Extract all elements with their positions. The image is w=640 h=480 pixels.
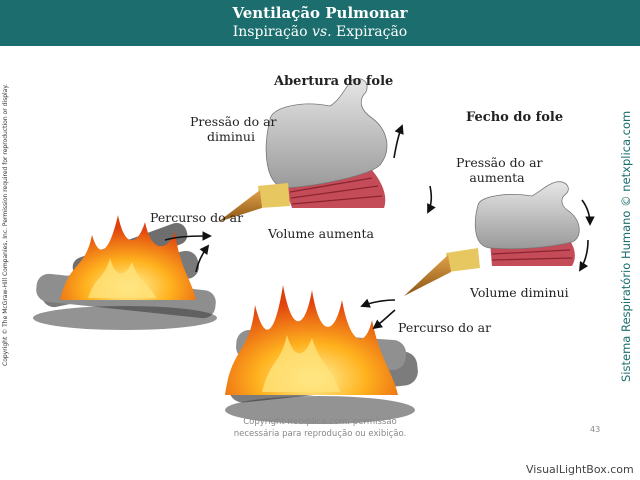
watermark: VisualLightBox.com bbox=[526, 463, 634, 476]
brand-vertical: Sistema Respiratório Humano © netxplica.… bbox=[619, 110, 633, 382]
page-number: 43 bbox=[590, 425, 601, 434]
copyright-vertical: Copyright © The McGraw-Hill Companies, I… bbox=[2, 84, 9, 366]
right-fire bbox=[225, 285, 418, 424]
slide-subtitle: Inspiração vs. Expiração bbox=[232, 24, 408, 40]
subtitle-vs: vs. bbox=[312, 24, 332, 40]
closed-pressure-label: Pressão do ar aumenta bbox=[456, 155, 543, 185]
title-bar bbox=[0, 0, 640, 46]
closed-air-path-label: Percurso do ar bbox=[398, 320, 492, 335]
closed-bellows-heading: Fecho do fole bbox=[466, 110, 564, 125]
slide-title: Ventilação Pulmonar bbox=[232, 4, 408, 22]
open-air-path-label: Percurso do ar bbox=[150, 210, 244, 225]
open-bellows-heading: Abertura do fole bbox=[274, 74, 394, 89]
closed-bellows bbox=[404, 181, 580, 296]
closed-volume-label: Volume diminui bbox=[470, 285, 569, 300]
footer-copyright: Copyright netxplica.com: permissão neces… bbox=[233, 417, 407, 439]
open-pressure-label: Pressão do ar diminui bbox=[190, 114, 277, 144]
open-volume-label: Volume aumenta bbox=[268, 226, 374, 241]
open-bellows bbox=[218, 78, 388, 222]
air-flow-arrows bbox=[164, 124, 595, 330]
left-fire bbox=[33, 215, 217, 330]
